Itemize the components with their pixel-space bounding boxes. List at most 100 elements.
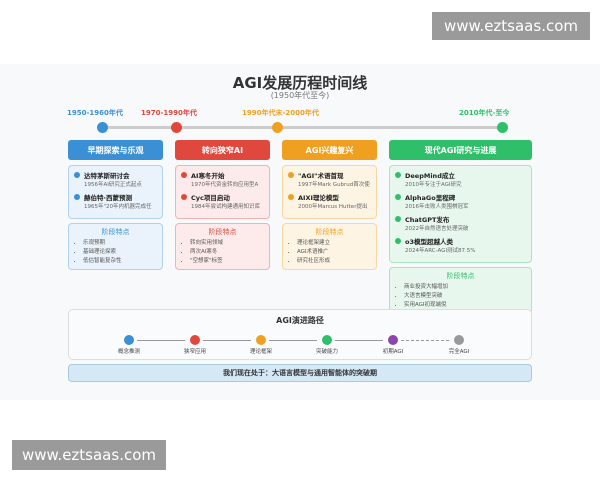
step-label: 完全AGI bbox=[448, 349, 470, 355]
timeline-dot bbox=[171, 122, 182, 133]
era-column: AGI兴趣复兴 "AGI"术语首现 1997年Mark Gubrud首次使 AIXI… bbox=[282, 140, 377, 270]
event-desc: 2000年Marcus Hutter提出 bbox=[298, 204, 368, 210]
path-title: AGI演进路径 bbox=[276, 316, 324, 325]
bullet-icon bbox=[288, 194, 294, 200]
step-dot bbox=[190, 335, 200, 345]
features-title: 阶段特点 bbox=[101, 228, 130, 236]
event-item: Cyc项目启动 1984年尝试构建通用知识库 bbox=[181, 192, 264, 210]
path-step: 完全AGI bbox=[429, 335, 489, 355]
path-step: 初期AGI bbox=[363, 335, 423, 355]
event-desc: 1956年AI研究正式起点 bbox=[84, 182, 142, 188]
feature-item: 理论框架建立 bbox=[297, 239, 370, 248]
step-label: 狭窄应用 bbox=[183, 349, 206, 355]
bullet-icon bbox=[395, 216, 401, 222]
bullet-icon bbox=[181, 194, 187, 200]
features-title: 阶段特点 bbox=[208, 228, 237, 236]
era-header: 现代AGI研究与进展 bbox=[389, 140, 532, 160]
arrow-icon bbox=[269, 340, 317, 341]
event-item: "AGI"术语首现 1997年Mark Gubrud首次使 bbox=[288, 170, 371, 188]
event-title: AIXI理论模型 bbox=[298, 194, 339, 202]
event-title: "AGI"术语首现 bbox=[298, 172, 344, 180]
event-desc: 1997年Mark Gubrud首次使 bbox=[298, 182, 370, 188]
bullet-icon bbox=[395, 172, 401, 178]
bullet-icon bbox=[181, 172, 187, 178]
feature-item: 实用AGI初现端倪 bbox=[404, 301, 525, 310]
evolution-path: AGI演进路径 概念推测 狭窄应用 理论框架 突破能力 初期AGI 完全AGI bbox=[68, 309, 532, 360]
page-title: AGI发展历程时间线 bbox=[232, 74, 368, 92]
features-title: 阶段特点 bbox=[315, 228, 344, 236]
events-box: DeepMind成立 2010年专注于AGI研究 AlphaGo里程碑 2016年击败… bbox=[389, 165, 532, 263]
page-subtitle: (1950年代至今) bbox=[270, 91, 330, 100]
bullet-icon bbox=[395, 238, 401, 244]
step-dot bbox=[454, 335, 464, 345]
arrow-icon bbox=[203, 340, 251, 341]
watermark-bottom: www.eztsaas.com bbox=[12, 440, 166, 470]
feature-item: "空想家"标签 bbox=[190, 257, 263, 266]
era-column: 现代AGI研究与进展 DeepMind成立 2010年专注于AGI研究 AlphaG… bbox=[389, 140, 532, 314]
step-label: 理论框架 bbox=[249, 349, 272, 355]
events-box: "AGI"术语首现 1997年Mark Gubrud首次使 AIXI理论模型 2000… bbox=[282, 165, 377, 219]
event-desc: 2024年ARC-AGI测试87.5% bbox=[405, 248, 476, 254]
bullet-icon bbox=[74, 194, 80, 200]
step-dot bbox=[388, 335, 398, 345]
event-desc: 2010年专注于AGI研究 bbox=[405, 182, 462, 188]
event-title: 赫伯特·西蒙预测 bbox=[84, 194, 132, 202]
path-step: 狭窄应用 bbox=[165, 335, 225, 355]
bullet-icon bbox=[395, 194, 401, 200]
event-desc: 2022年自然语言处理突破 bbox=[405, 226, 469, 232]
timeline-dot bbox=[497, 122, 508, 133]
event-item: AIXI理论模型 2000年Marcus Hutter提出 bbox=[288, 192, 371, 210]
feature-item: 商业投资大幅增加 bbox=[404, 283, 525, 292]
timeline-dot bbox=[97, 122, 108, 133]
feature-item: 乐观预期 bbox=[83, 239, 156, 248]
timeline-dot bbox=[272, 122, 283, 133]
step-dot bbox=[124, 335, 134, 345]
era-header: AGI兴趣复兴 bbox=[282, 140, 377, 160]
step-label: 初期AGI bbox=[382, 349, 404, 355]
era-period-label: 1950-1960年代 bbox=[67, 109, 123, 117]
event-item: 赫伯特·西蒙预测 1965年"20年内机器完成任 bbox=[74, 192, 157, 210]
event-title: o3模型超越人类 bbox=[405, 238, 453, 246]
event-item: AlphaGo里程碑 2016年击败人类围棋冠军 bbox=[395, 192, 526, 210]
event-desc: 1984年尝试构建通用知识库 bbox=[191, 204, 260, 210]
arrow-icon bbox=[137, 340, 185, 341]
event-item: ChatGPT发布 2022年自然语言处理突破 bbox=[395, 214, 526, 232]
features-box: 阶段特点 乐观预期基础理论探索低估智能复杂性 bbox=[68, 223, 163, 270]
step-label: 突破能力 bbox=[315, 349, 338, 355]
current-stage-banner: 我们现在处于：大语言模型与通用智能体的突破期 bbox=[68, 364, 532, 382]
step-dot bbox=[322, 335, 332, 345]
feature-item: 低估智能复杂性 bbox=[83, 257, 156, 266]
bullet-icon bbox=[74, 172, 80, 178]
events-box: 达特茅斯研讨会 1956年AI研究正式起点赫伯特·西蒙预测 1965年"20年内机器… bbox=[68, 165, 163, 219]
path-step: 理论框架 bbox=[231, 335, 291, 355]
path-step: 概念推测 bbox=[99, 335, 159, 355]
step-label: 概念推测 bbox=[117, 349, 140, 355]
event-desc: 2016年击败人类围棋冠军 bbox=[405, 204, 469, 210]
event-title: 达特茅斯研讨会 bbox=[84, 172, 130, 180]
features-box: 阶段特点 理论框架建立AGI术语推广研究社区形成 bbox=[282, 223, 377, 270]
event-item: 达特茅斯研讨会 1956年AI研究正式起点 bbox=[74, 170, 157, 188]
timeline-line bbox=[102, 126, 498, 129]
era-period-label: 1970-1990年代 bbox=[141, 109, 197, 117]
event-title: ChatGPT发布 bbox=[405, 216, 450, 224]
era-period-label: 2010年代-至今 bbox=[459, 109, 510, 117]
event-item: o3模型超越人类 2024年ARC-AGI测试87.5% bbox=[395, 236, 526, 254]
era-header: 转向狭窄AI bbox=[175, 140, 270, 160]
feature-item: 两次AI寒冬 bbox=[190, 248, 263, 257]
watermark-top: www.eztsaas.com bbox=[432, 12, 590, 40]
event-title: AlphaGo里程碑 bbox=[405, 194, 456, 202]
event-desc: 1965年"20年内机器完成任 bbox=[84, 204, 152, 210]
event-title: AI寒冬开始 bbox=[191, 172, 225, 180]
arrow-icon bbox=[401, 340, 449, 341]
arrow-icon bbox=[335, 340, 383, 341]
features-title: 阶段特点 bbox=[446, 272, 475, 280]
event-title: Cyc项目启动 bbox=[191, 194, 230, 202]
feature-item: 基础理论探索 bbox=[83, 248, 156, 257]
era-column: 早期探索与乐观 达特茅斯研讨会 1956年AI研究正式起点赫伯特·西蒙预测 1965… bbox=[68, 140, 163, 270]
feature-item: 转向实用领域 bbox=[190, 239, 263, 248]
era-period-label: 1990年代末-2000年代 bbox=[242, 109, 319, 117]
era-header: 早期探索与乐观 bbox=[68, 140, 163, 160]
event-title: DeepMind成立 bbox=[405, 172, 455, 180]
